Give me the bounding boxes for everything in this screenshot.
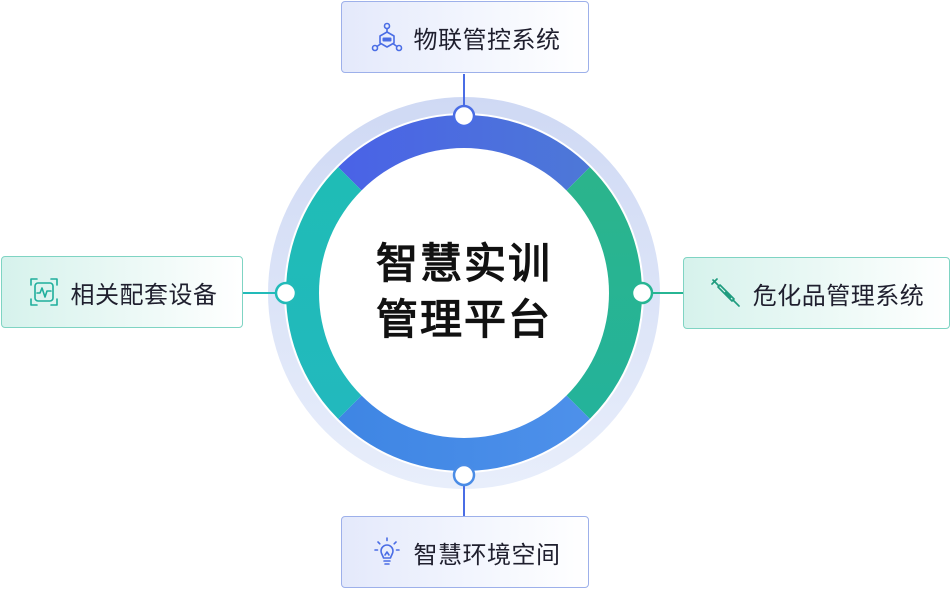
monitor-scan-icon xyxy=(27,275,61,309)
center-title-line-2: 管理平台 xyxy=(375,295,552,344)
center-disk xyxy=(319,148,609,438)
ring-dot-top xyxy=(452,104,476,128)
lightbulb-icon xyxy=(370,535,404,569)
center-title-line-1: 智慧实训 xyxy=(375,239,552,288)
node-label-right: 危化品管理系统 xyxy=(752,281,925,310)
ring-dot-left xyxy=(274,281,298,305)
syringe-icon xyxy=(709,276,743,310)
node-label-bottom: 智慧环境空间 xyxy=(413,540,561,569)
node-smart-environment-space[interactable]: 智慧环境空间 xyxy=(341,516,589,588)
node-hazardous-chemicals-system[interactable]: 危化品管理系统 xyxy=(683,257,950,329)
node-label-left: 相关配套设备 xyxy=(70,280,218,309)
ring-segment-left xyxy=(286,167,363,419)
ring-dot-bottom xyxy=(452,463,476,487)
center-title: 智慧实训 管理平台 xyxy=(329,236,599,348)
ring-segment-right xyxy=(565,167,642,419)
node-label-top: 物联管控系统 xyxy=(413,25,561,54)
iot-network-icon xyxy=(370,20,404,54)
ring-segment-top xyxy=(338,115,590,192)
ring-segment-bottom xyxy=(338,394,590,471)
node-iot-control-system[interactable]: 物联管控系统 xyxy=(341,1,589,73)
ring-dot-right xyxy=(630,281,654,305)
node-supporting-equipment[interactable]: 相关配套设备 xyxy=(1,256,243,328)
